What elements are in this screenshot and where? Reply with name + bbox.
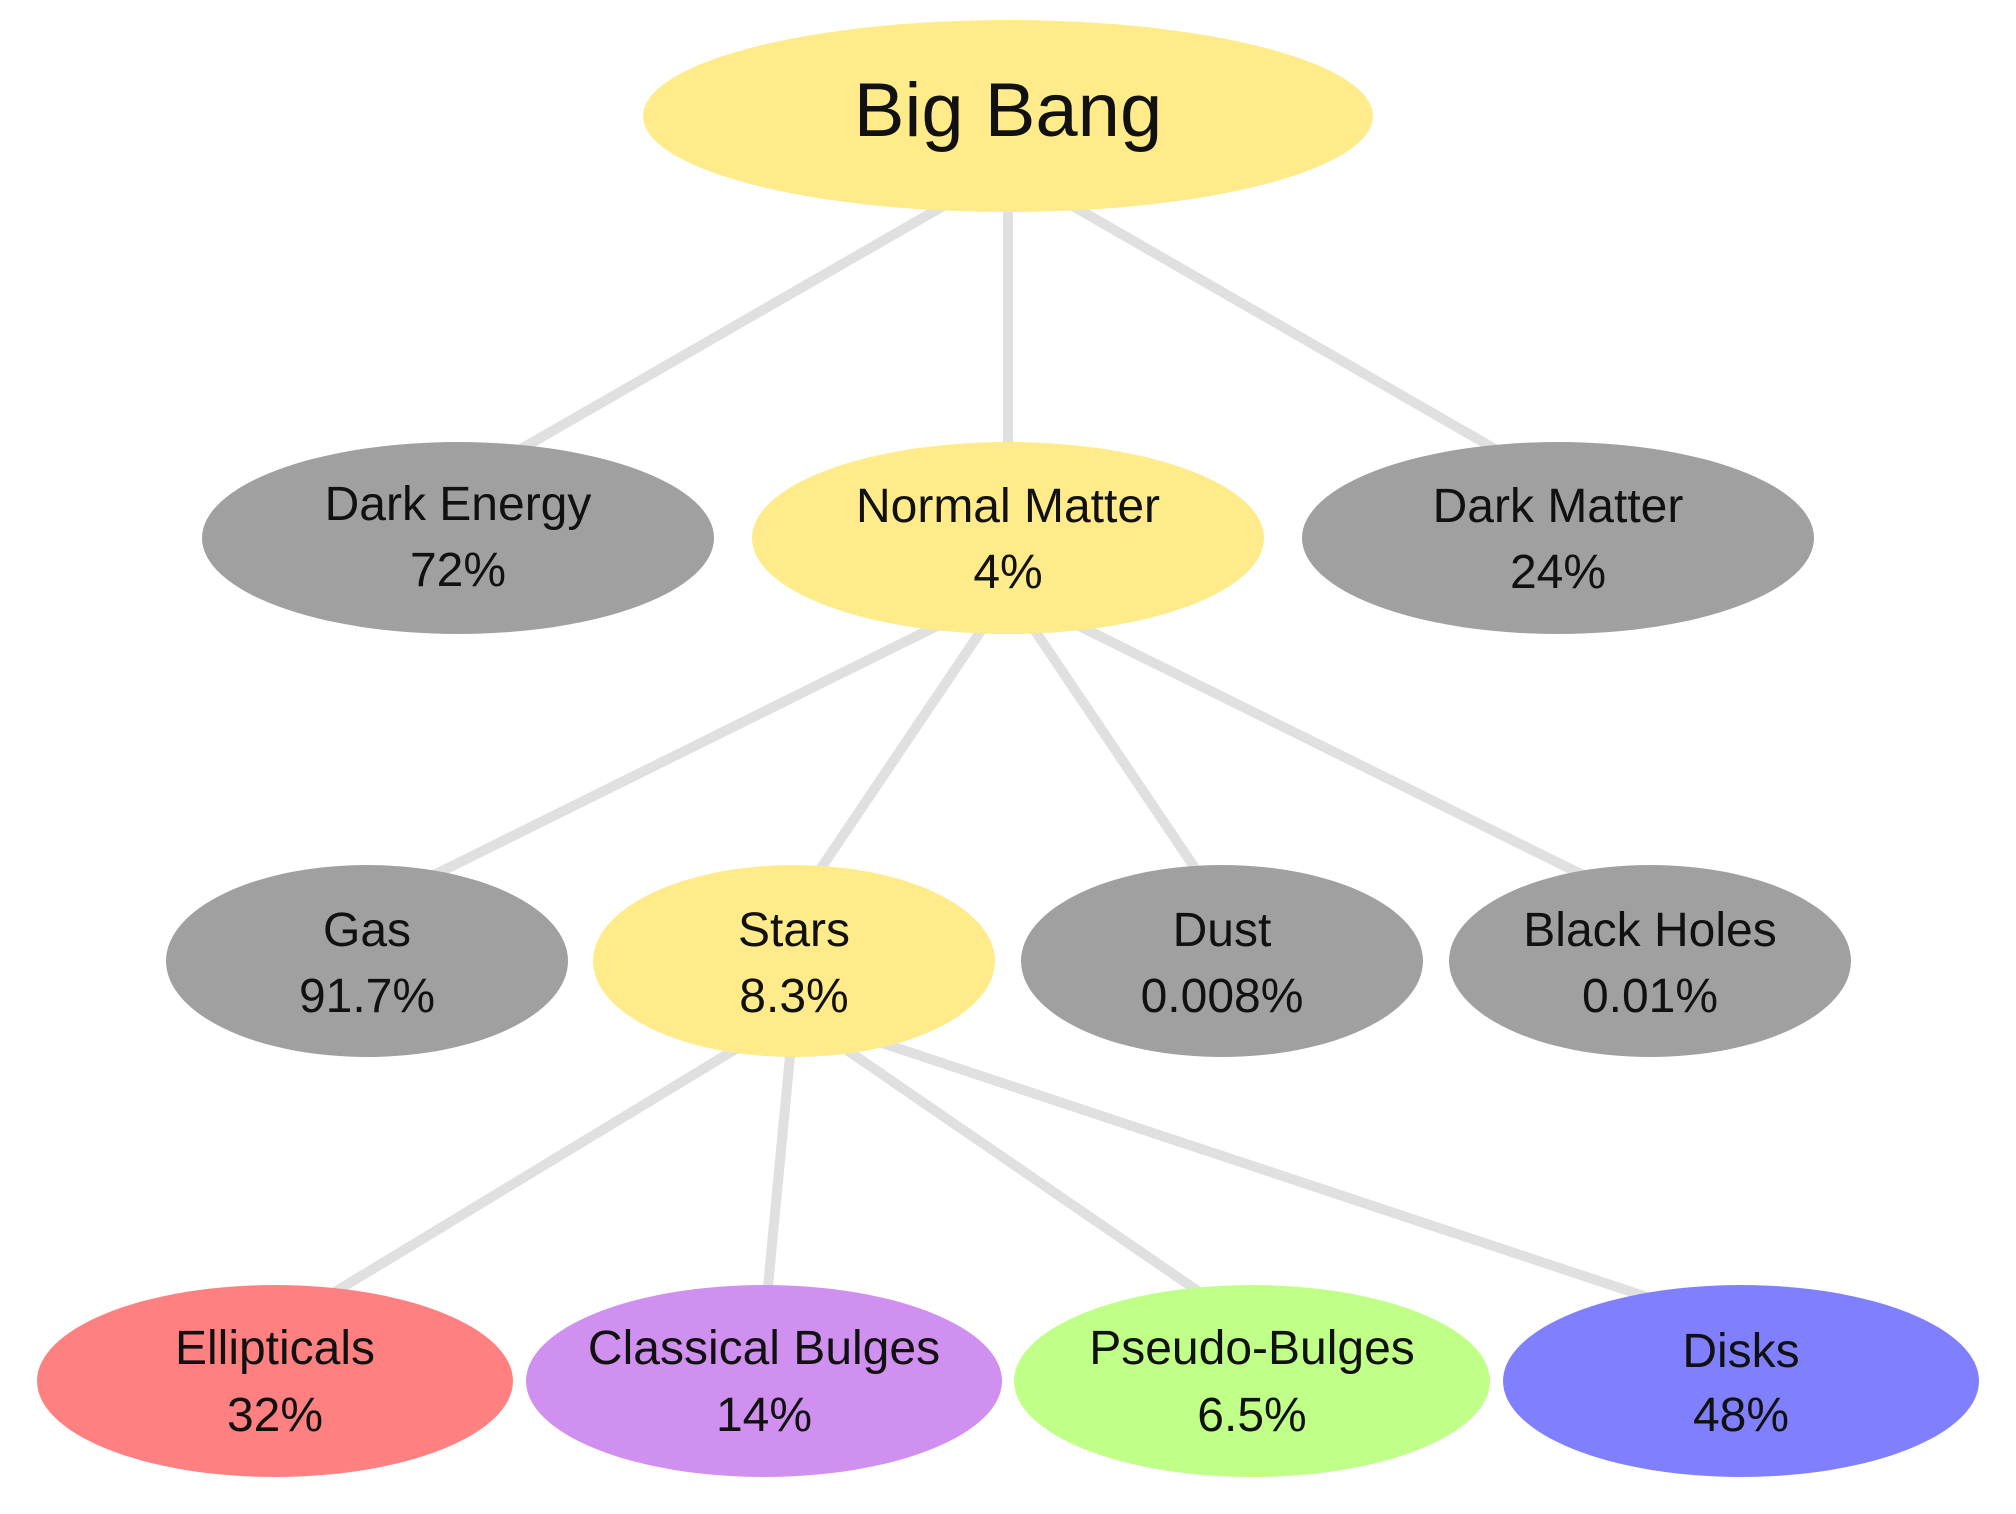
node-stars-shape bbox=[593, 865, 995, 1057]
node-ellipticals-title: Ellipticals bbox=[175, 1322, 375, 1375]
node-pseudo-bulges-shape bbox=[1014, 1285, 1490, 1477]
node-dark-energy-title: Dark Energy bbox=[325, 478, 592, 531]
node-gas: Gas 91.7% bbox=[166, 865, 568, 1057]
node-gas-value: 91.7% bbox=[299, 970, 435, 1023]
node-dark-energy-value: 72% bbox=[410, 544, 506, 597]
node-dust-title: Dust bbox=[1173, 904, 1272, 957]
node-big-bang-shape bbox=[643, 20, 1373, 212]
edge-stars-to-classical-bulges bbox=[759, 1013, 799, 1329]
node-ellipticals-value: 32% bbox=[227, 1389, 323, 1442]
node-dust-value: 0.008% bbox=[1141, 970, 1304, 1023]
node-disks-shape bbox=[1503, 1285, 1979, 1477]
edge-normal-matter-to-gas bbox=[364, 586, 1011, 913]
node-dark-matter-title: Dark Matter bbox=[1433, 480, 1684, 533]
node-classical-bulges-shape bbox=[526, 1285, 1002, 1477]
node-ellipticals: Ellipticals 32% bbox=[37, 1285, 513, 1477]
node-disks: Disks 48% bbox=[1503, 1285, 1979, 1477]
node-ellipticals-shape bbox=[37, 1285, 513, 1477]
node-dust-shape bbox=[1021, 865, 1423, 1057]
node-classical-bulges-value: 14% bbox=[716, 1389, 812, 1442]
node-black-holes-title: Black Holes bbox=[1523, 904, 1776, 957]
node-gas-title: Gas bbox=[323, 904, 411, 957]
node-dark-matter: Dark Matter 24% bbox=[1302, 442, 1814, 634]
edge-stars-to-disks bbox=[792, 1009, 1743, 1333]
node-dust: Dust 0.008% bbox=[1021, 865, 1423, 1057]
node-gas-shape bbox=[166, 865, 568, 1057]
node-big-bang-title: Big Bang bbox=[854, 68, 1162, 153]
edge-stars-to-pseudo-bulges bbox=[791, 1009, 1255, 1333]
edge-layer bbox=[272, 164, 1743, 1333]
node-normal-matter-shape bbox=[752, 442, 1264, 634]
node-classical-bulges-title: Classical Bulges bbox=[588, 1322, 940, 1375]
edge-big-bang-to-dark-matter bbox=[1005, 164, 1561, 490]
edge-normal-matter-to-stars bbox=[789, 588, 1013, 911]
node-normal-matter: Normal Matter 4% bbox=[752, 442, 1264, 634]
edge-normal-matter-to-black-holes bbox=[1005, 586, 1653, 913]
edge-big-bang-to-dark-energy bbox=[455, 164, 1011, 490]
node-pseudo-bulges: Pseudo-Bulges 6.5% bbox=[1014, 1285, 1490, 1477]
edge-stars-to-ellipticals bbox=[272, 1009, 797, 1333]
node-dark-matter-shape bbox=[1302, 442, 1814, 634]
node-normal-matter-value: 4% bbox=[973, 546, 1042, 599]
node-pseudo-bulges-title: Pseudo-Bulges bbox=[1089, 1322, 1415, 1375]
node-stars-value: 8.3% bbox=[739, 970, 848, 1023]
node-dark-energy: Dark Energy 72% bbox=[202, 442, 714, 634]
node-stars-title: Stars bbox=[738, 904, 850, 957]
node-classical-bulges: Classical Bulges 14% bbox=[526, 1285, 1002, 1477]
node-black-holes-value: 0.01% bbox=[1582, 970, 1718, 1023]
node-pseudo-bulges-value: 6.5% bbox=[1197, 1389, 1306, 1442]
node-disks-value: 48% bbox=[1693, 1389, 1789, 1442]
node-normal-matter-title: Normal Matter bbox=[856, 480, 1160, 533]
node-black-holes-shape bbox=[1449, 865, 1851, 1057]
node-big-bang: Big Bang bbox=[643, 20, 1373, 212]
edge-normal-matter-to-dust bbox=[1003, 588, 1227, 911]
node-dark-matter-value: 24% bbox=[1510, 546, 1606, 599]
node-stars: Stars 8.3% bbox=[593, 865, 995, 1057]
node-disks-title: Disks bbox=[1682, 1325, 1799, 1378]
node-black-holes: Black Holes 0.01% bbox=[1449, 865, 1851, 1057]
node-dark-energy-shape bbox=[202, 442, 714, 634]
